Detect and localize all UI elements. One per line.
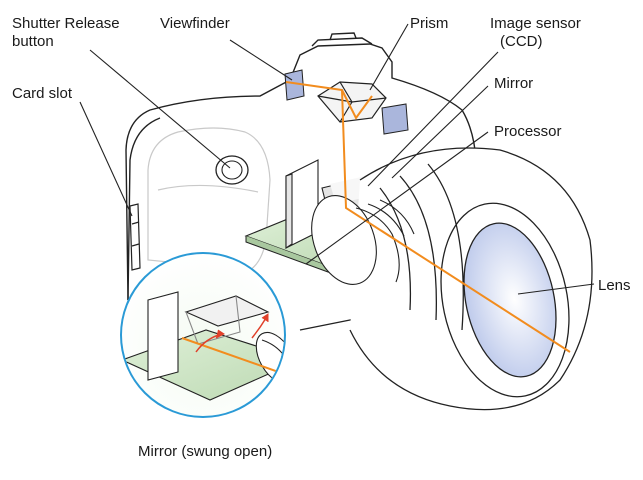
- label-prism: Prism: [410, 15, 448, 32]
- leader-image-sensor: [367, 51, 499, 187]
- inset-mirror-open: [120, 252, 286, 418]
- leader-lens: [517, 283, 595, 295]
- leader-processor: [305, 131, 489, 265]
- light-path: [285, 81, 571, 353]
- card-slot: [129, 203, 141, 271]
- label-card-slot: Card slot: [12, 85, 73, 102]
- leader-prism: [369, 23, 409, 91]
- leader-viewfinder: [229, 39, 293, 81]
- label-mirror-swung-open: Mirror (swung open): [138, 443, 272, 460]
- label-lens: Lens: [598, 277, 631, 294]
- leader-shutter: [89, 49, 231, 169]
- labels: Shutter Release button Viewfinder Prism …: [12, 15, 631, 460]
- label-image-sensor-line2: (CCD): [500, 33, 543, 50]
- label-image-sensor-line1: Image sensor: [490, 15, 581, 32]
- label-processor: Processor: [494, 123, 562, 140]
- grip-outline: [147, 127, 271, 271]
- leader-lines: [79, 23, 595, 295]
- viewfinder-glass: [284, 69, 409, 135]
- label-viewfinder: Viewfinder: [160, 15, 230, 32]
- leader-card-slot: [79, 101, 133, 217]
- label-mirror: Mirror: [494, 75, 533, 92]
- label-shutter-release-line2: button: [12, 33, 54, 50]
- image-sensor: [285, 159, 319, 250]
- lens-barrel: [349, 147, 593, 411]
- label-shutter-release-line1: Shutter Release: [12, 15, 120, 32]
- leader-mirror: [391, 85, 489, 179]
